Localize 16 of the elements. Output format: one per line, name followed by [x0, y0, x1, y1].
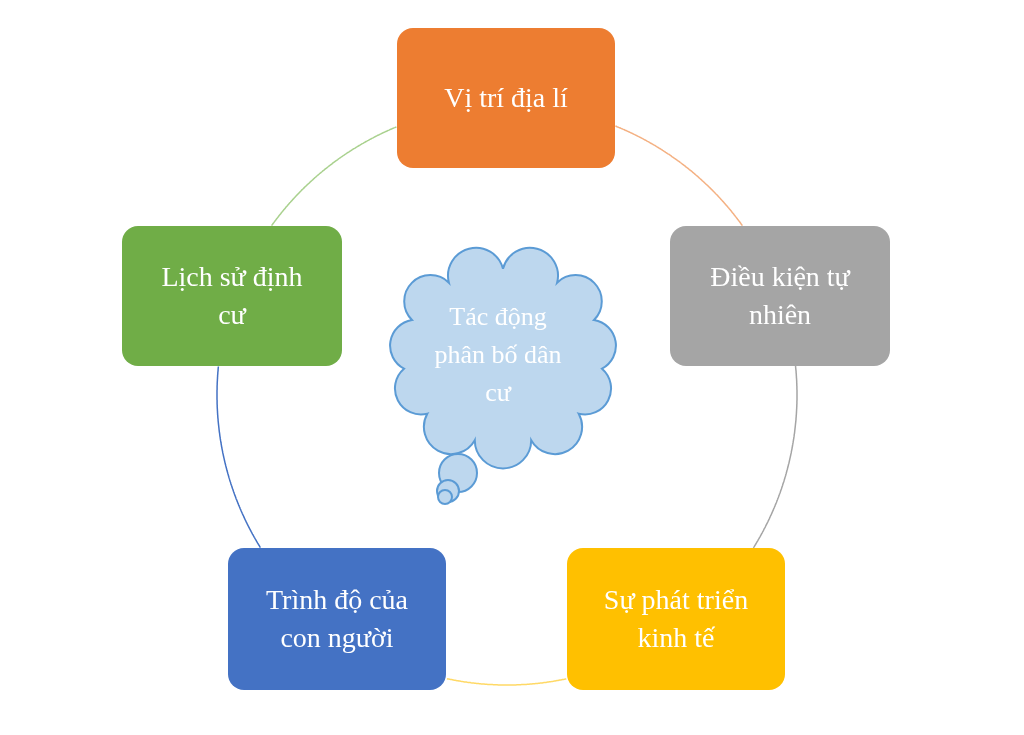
connector-arc [614, 125, 744, 227]
factor-label: Lịch sử định cư [160, 260, 304, 332]
connector-arc [752, 365, 798, 549]
connector-arc [446, 677, 568, 686]
factor-box [567, 548, 785, 690]
factor-label: Điều kiện tự nhiên [709, 260, 852, 332]
connector-arc [216, 365, 262, 549]
factor-box [228, 548, 446, 690]
factor-box [670, 226, 890, 366]
factor-box [122, 226, 342, 366]
connector-arc [270, 126, 398, 227]
factor-label: Sự phát triển kinh tế [602, 583, 750, 655]
factor-label: Trình độ của con người [264, 583, 410, 655]
factor-box [397, 28, 615, 168]
factor-label: Vị trí địa lí [444, 81, 568, 115]
cloud-text: Tác động phân bố dân cư [433, 301, 563, 409]
